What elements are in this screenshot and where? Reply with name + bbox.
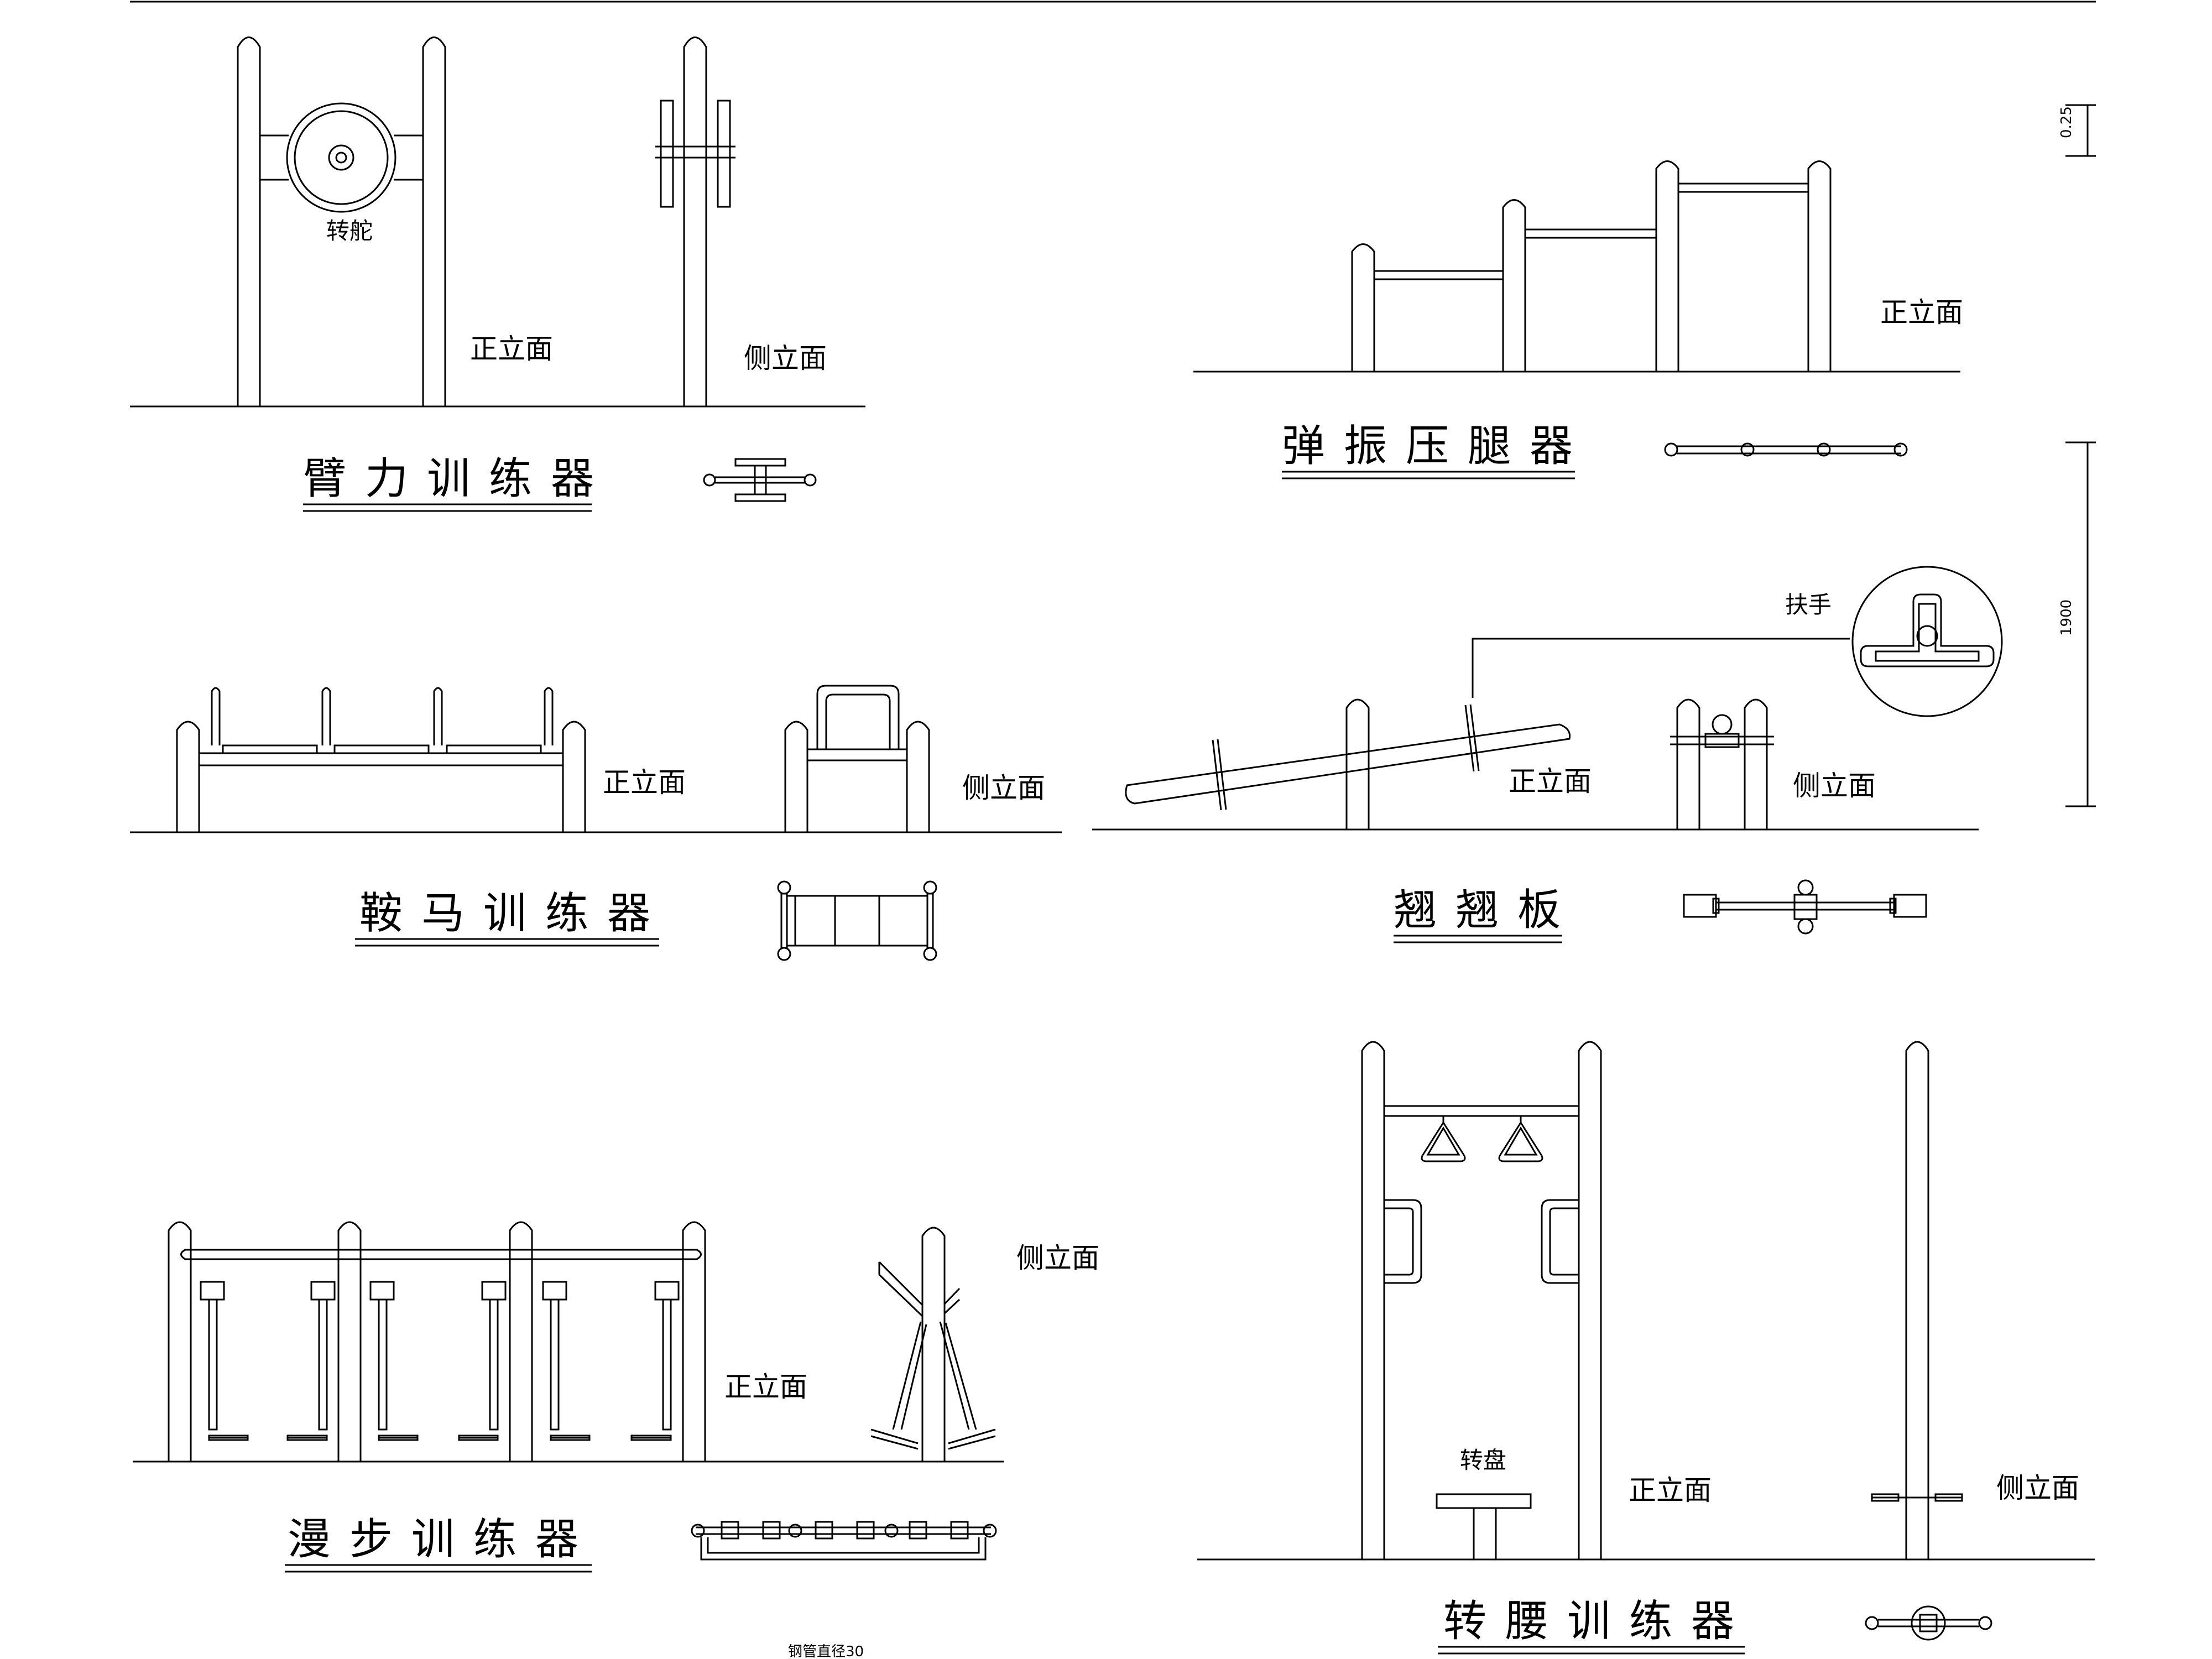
waist-part-label: 转盘: [1460, 1447, 1506, 1474]
waist-front-view: [1197, 1041, 2095, 1561]
arm-part-label: 转舵: [326, 217, 373, 244]
turntable: [1436, 1493, 1532, 1509]
dimension-lines: [2065, 104, 2096, 807]
seesaw-handle-detail: [1851, 566, 2003, 717]
seesaw-plan-view: [1683, 879, 1927, 935]
leg-press-front-view: [1193, 160, 1960, 373]
seesaw-side-view: [1670, 698, 1774, 830]
leg-press-plan-view: [1664, 442, 1908, 457]
waist-side-view: [1871, 1041, 1963, 1559]
dimension-height-value: 1900: [2058, 599, 2075, 636]
dimension-top-value: 0.25: [2058, 106, 2075, 138]
footnote: 钢管直径30: [788, 1644, 864, 1659]
waist-title: 转腰训练器: [1443, 1597, 1753, 1646]
waist-front-label: 正立面: [1629, 1474, 1712, 1506]
horse-front-label: 正立面: [603, 766, 686, 799]
horse-plan-view: [777, 880, 937, 961]
seesaw-detail-label: 扶手: [1785, 591, 1832, 618]
waist-side-label: 侧立面: [1996, 1472, 2079, 1504]
arm-title: 臂力训练器: [303, 454, 613, 504]
arm-trainer-front-view: [130, 36, 865, 408]
seesaw-front-view: [1092, 638, 1979, 831]
horse-side-view: [784, 685, 930, 832]
seesaw-front-label: 正立面: [1509, 765, 1592, 797]
walker-title: 漫步训练器: [288, 1515, 597, 1564]
steering-wheel: [286, 102, 397, 213]
waist-plan-view: [1865, 1605, 1992, 1641]
walker-side-label: 侧立面: [1016, 1242, 1099, 1274]
leg-press-front-label: 正立面: [1880, 296, 1963, 328]
arm-side-label: 侧立面: [744, 342, 827, 374]
arm-front-label: 正立面: [470, 333, 553, 365]
walker-side-view: [870, 1227, 996, 1462]
horse-title: 鞍马训练器: [359, 889, 669, 938]
walker-front-label: 正立面: [724, 1371, 807, 1403]
arm-trainer-plan-view: [703, 458, 817, 502]
seesaw-side-label: 侧立面: [1793, 770, 1876, 802]
walker-front-view: [133, 1221, 1004, 1463]
horse-side-label: 侧立面: [962, 772, 1045, 804]
leg-press-title: 弹振压腿器: [1282, 421, 1592, 471]
seesaw-title: 翘翘板: [1394, 885, 1579, 935]
horse-front-view: [130, 687, 1062, 833]
arm-trainer-side-view: [655, 36, 735, 406]
walker-plan-view: [691, 1521, 997, 1561]
